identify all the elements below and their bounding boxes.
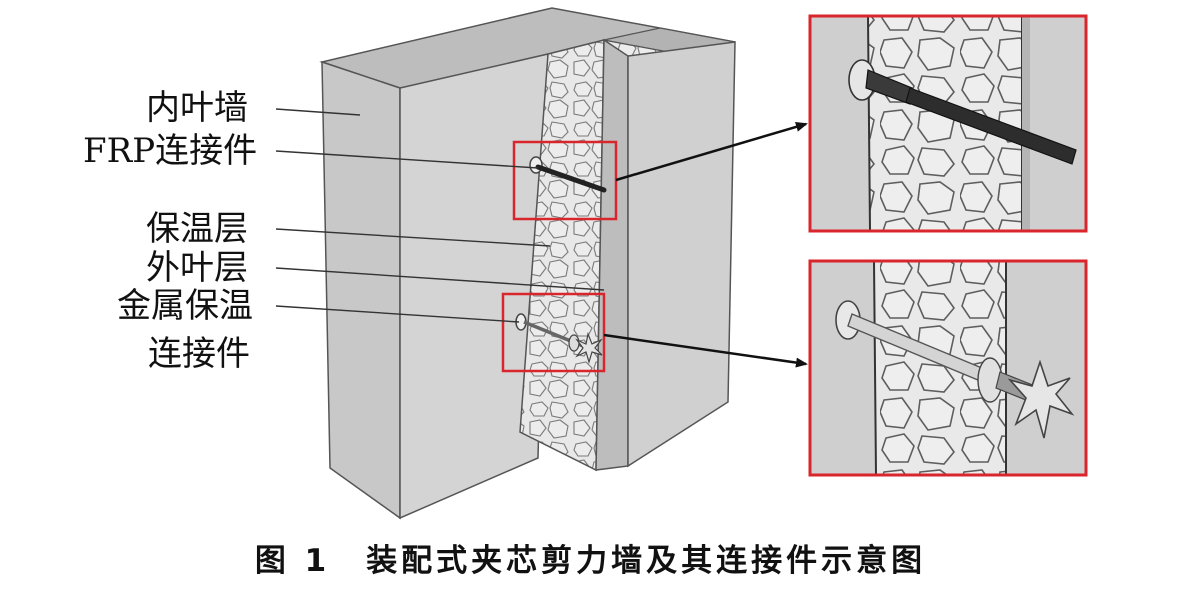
- metal-zoom-panel: [808, 259, 1088, 477]
- frp-zoom-panel: [808, 14, 1088, 233]
- inner-wythe-block: [319, 7, 736, 520]
- metal-highlight-box: [501, 292, 606, 373]
- frp-zoom-arrow: [615, 122, 808, 182]
- metal-star-anchor-icon: [515, 313, 603, 365]
- figure-number: 图 1: [254, 543, 331, 579]
- frp-highlight-box: [512, 140, 618, 221]
- frp-rod-icon: [529, 156, 607, 193]
- label-metal-connector-line1: 金属保温: [117, 286, 253, 326]
- metal-zoom-arrow: [603, 333, 808, 368]
- leader-lines: [275, 108, 605, 323]
- outer-wythe-block: [595, 27, 736, 471]
- label-outer-wythe: 外叶层: [146, 248, 248, 288]
- figure-title: 装配式夹芯剪力墙及其连接件示意图: [366, 543, 927, 579]
- label-inner-wythe: 内叶墙: [146, 88, 248, 128]
- label-metal-connector-line2: 连接件: [148, 334, 250, 374]
- label-insulation-layer: 保温层: [146, 209, 248, 249]
- figure-caption: 图 1 装配式夹芯剪力墙及其连接件示意图: [0, 546, 1181, 577]
- label-frp-connector: FRP连接件: [83, 131, 258, 171]
